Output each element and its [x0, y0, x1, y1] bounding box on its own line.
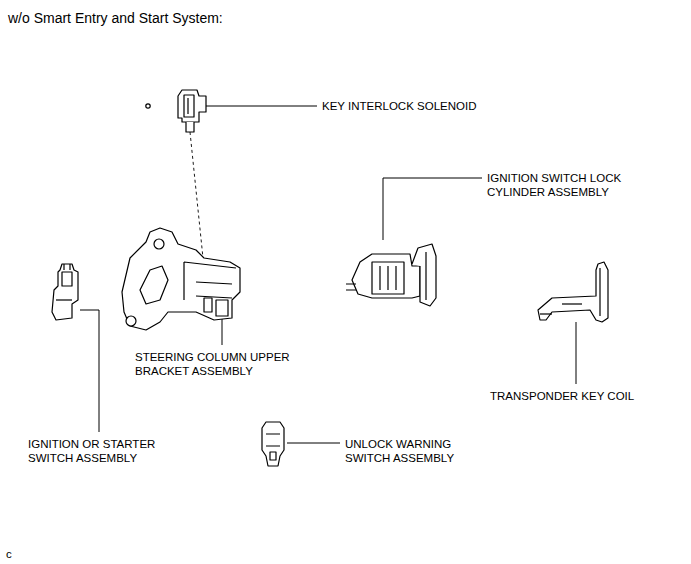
part-name: IGNITION SWITCH LOCK CYLINDER ASSEMBLY: [487, 171, 677, 199]
transponder-key-coil: [538, 262, 608, 322]
figure-code: c: [6, 547, 36, 561]
part-name: STEERING COLUMN UPPER BRACKET ASSEMBLY: [135, 350, 335, 378]
assembly-line: [190, 132, 203, 258]
lock-cylinder: [346, 244, 436, 306]
part-name: IGNITION OR STARTER SWITCH ASSEMBLY: [28, 437, 203, 465]
ignition-starter-switch: [52, 264, 78, 320]
part-name: UNLOCK WARNING SWITCH ASSEMBLY: [345, 437, 495, 465]
part-name: TRANSPONDER KEY COIL: [490, 389, 680, 403]
figure-title: w/o Smart Entry and Start System:: [8, 10, 223, 27]
steering-column-upper-bracket: [122, 228, 240, 330]
key-interlock-solenoid: [146, 90, 206, 132]
unlock-warning-switch: [262, 422, 284, 466]
part-name: KEY INTERLOCK SOLENOID: [322, 99, 522, 113]
